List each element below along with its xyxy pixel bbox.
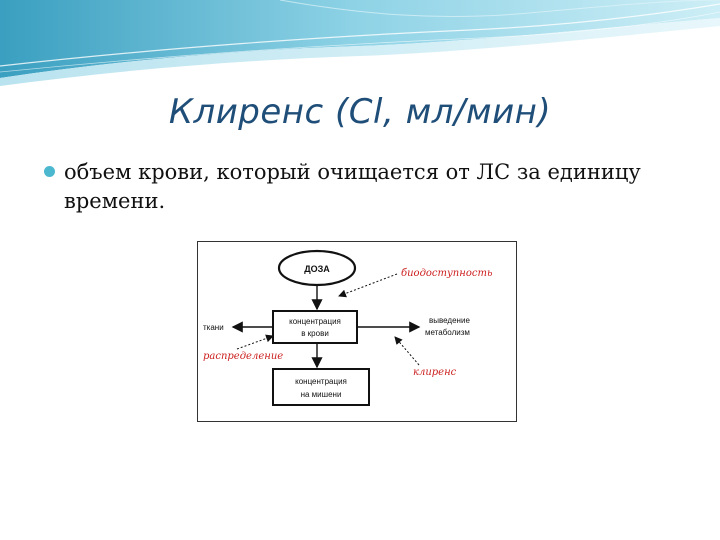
distribution-annotation: распределение	[203, 351, 283, 362]
slide-title: Клиренс (Cl, мл/мин)	[168, 92, 552, 132]
header-wave-banner	[0, 0, 720, 86]
dose-label: ДОЗА	[304, 264, 330, 274]
target-concentration-box	[272, 368, 370, 406]
clearance-diagram: ДОЗА концентрация в крови концентрация н…	[197, 241, 517, 422]
dose-ellipse	[277, 249, 357, 287]
excretion-label-2: метаболизм	[425, 328, 470, 337]
blood-concentration-box	[272, 310, 358, 344]
target-concentration-label-2: на мишени	[301, 390, 342, 399]
clearance-annotation: клиренс	[413, 367, 457, 378]
blood-concentration-label-1: концентрация	[289, 317, 341, 326]
excretion-label-1: выведение	[429, 316, 470, 325]
tissues-label: ткани	[203, 323, 224, 332]
blood-concentration-label-2: в крови	[301, 329, 329, 338]
target-concentration-label-1: концентрация	[295, 377, 347, 386]
bullet-dot-icon	[44, 166, 55, 177]
bullet-text: объем крови, который очищается от ЛС за …	[64, 160, 641, 213]
bioavailability-annotation: биодоступность	[401, 268, 492, 279]
